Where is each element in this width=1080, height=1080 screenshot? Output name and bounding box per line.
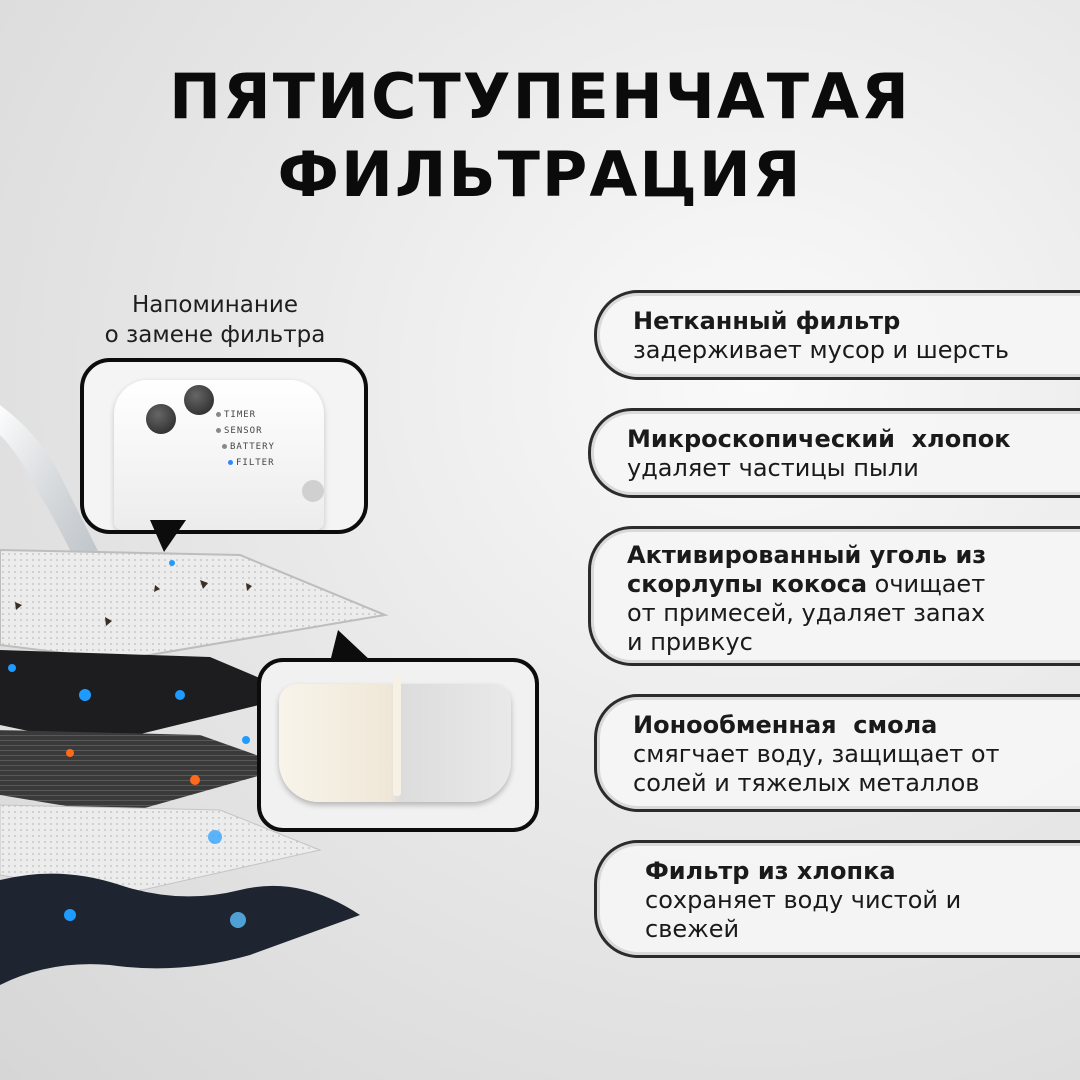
card-3-title-line-1: Активированный уголь из: [627, 541, 987, 569]
particles: [8, 560, 252, 928]
title-line-2: ФИЛЬТРАЦИЯ: [277, 138, 803, 211]
card-activated-carbon: Активированный уголь из скорлупы кокоса …: [588, 526, 1080, 666]
filter-cartridge-callout: [257, 658, 539, 832]
filter-reminder-caption: Напоминание о замене фильтра: [60, 290, 370, 350]
layer-cotton-mesh: [0, 804, 322, 896]
sensor-lens-icon: [302, 480, 324, 502]
card-3-desc-line-3: и привкус: [627, 628, 753, 656]
filter-layers-svg: [0, 405, 389, 985]
layer-nonwoven: [0, 548, 389, 662]
card-1-desc: задерживает мусор и шерсть: [633, 336, 1010, 364]
card-5-title: Фильтр из хлопка: [645, 857, 896, 885]
filter-divider: [393, 676, 401, 796]
card-4-desc-line-2: солей и тяжелых металлов: [633, 769, 980, 797]
card-4-desc-line-1: смягчает воду, защищает от: [633, 740, 1000, 768]
device-label-sensor: SENSOR: [216, 426, 263, 436]
filter-layers-illustration: [0, 395, 420, 995]
callout-2-tail: [330, 630, 372, 662]
device-button-left-icon: [146, 404, 176, 434]
device-label-battery: BATTERY: [222, 442, 275, 452]
card-2-title: Микроскопический хлопок: [627, 425, 1011, 453]
page-title: ПЯТИСТУПЕНЧАТАЯ ФИЛЬТРАЦИЯ: [0, 58, 1080, 214]
card-3-desc-line-2: от примесей, удаляет запах: [627, 599, 986, 627]
device-button-right-icon: [184, 385, 214, 415]
card-microscopic-cotton: Микроскопический хлопок удаляет частицы …: [588, 408, 1080, 498]
card-3-desc-inline: очищает: [867, 570, 986, 598]
card-1-title: Нетканный фильтр: [633, 307, 901, 335]
device-label-timer: TIMER: [216, 410, 256, 420]
card-5-desc-line-1: сохраняет воду чистой и: [645, 886, 962, 914]
reminder-line-2: о замене фильтра: [104, 322, 326, 348]
fountain-control-panel-image: TIMER SENSOR BATTERY FILTER: [114, 380, 324, 530]
filter-cartridge-image: [279, 676, 511, 802]
filter-reminder-callout: TIMER SENSOR BATTERY FILTER: [80, 358, 368, 534]
card-2-desc: удаляет частицы пыли: [627, 454, 919, 482]
title-line-1: ПЯТИСТУПЕНЧАТАЯ: [169, 60, 911, 133]
card-ion-exchange-resin: Ионообменная смола смягчает воду, защища…: [594, 694, 1080, 812]
callout-1-tail: [150, 520, 186, 552]
layer-charcoal: [0, 650, 300, 745]
card-cotton-filter: Фильтр из хлопка сохраняет воду чистой и…: [594, 840, 1080, 958]
card-3-title-line-2: скорлупы кокоса: [627, 570, 868, 598]
reminder-line-1: Напоминание: [131, 292, 299, 318]
card-4-title: Ионообменная смола: [633, 711, 938, 739]
device-label-filter: FILTER: [228, 458, 275, 468]
card-nonwoven-filter: Нетканный фильтр задерживает мусор и шер…: [594, 290, 1080, 380]
card-5-desc-line-2: свежей: [645, 915, 740, 943]
layer-cotton-dark: [0, 873, 360, 985]
